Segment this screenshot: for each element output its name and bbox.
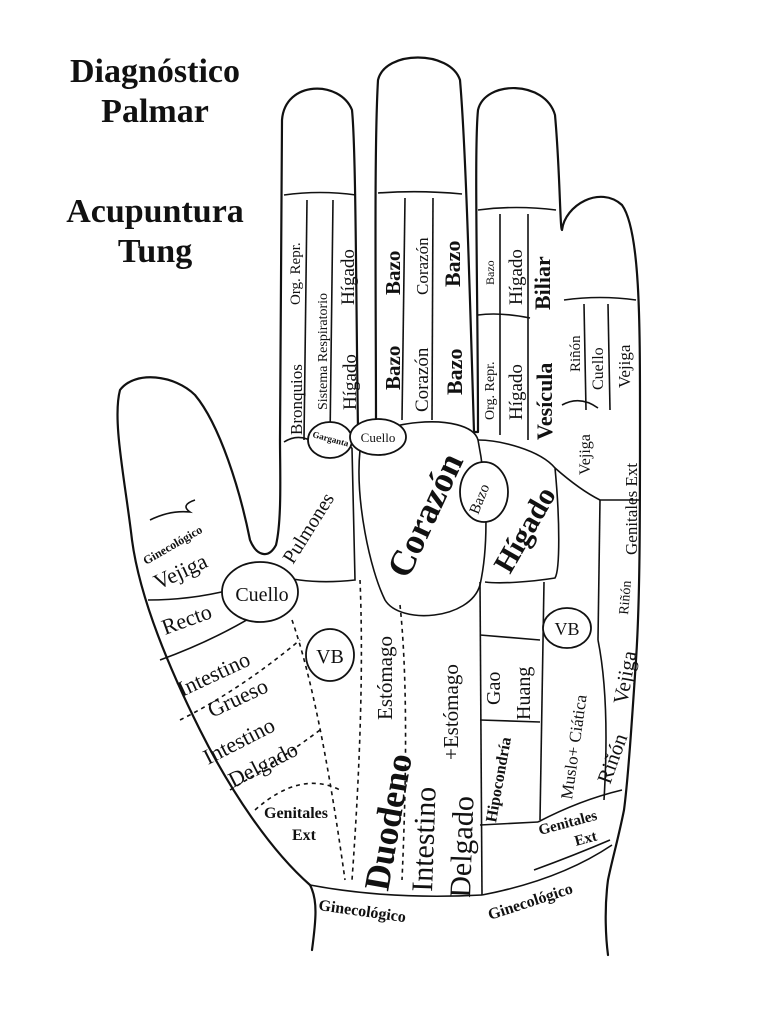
hypothenar-divider-v <box>597 499 601 641</box>
cuello-thumb-circle <box>221 561 299 623</box>
label-cuello-index: Cuello <box>361 430 396 445</box>
title-acupuntura-tung: Acupuntura Tung <box>40 192 270 272</box>
gao-huang-border-top <box>479 634 541 641</box>
label-rinon-edge-upper: Riñón <box>617 580 635 615</box>
middle-finger-divider-top <box>377 190 463 195</box>
central-dash-2 <box>399 604 407 881</box>
index-finger-divider-top <box>283 191 357 196</box>
label-hipocondria: Hipocondría <box>483 736 515 824</box>
center-vertical-line <box>479 581 483 896</box>
vb-right-circle <box>542 607 592 649</box>
middle-finger-divider-v2 <box>431 197 434 421</box>
label-recto: Recto <box>158 599 215 640</box>
hand-outline <box>116 56 642 957</box>
middle-finger-divider-v1 <box>401 197 406 421</box>
label-intestino-delgado-center-1: Intestino <box>406 786 443 892</box>
label-pulmones: Pulmones <box>279 489 340 568</box>
label-sistema-respiratorio: Sistema Respiratorio <box>316 293 331 410</box>
vb-left-circle <box>305 628 355 682</box>
little-finger-base <box>561 399 599 409</box>
title-line-palmar: Palmar <box>101 93 209 130</box>
label-higado-ring-lower: Hígado <box>506 364 527 420</box>
ring-finger-divider-mid <box>477 313 531 319</box>
label-ginecologico-wrist-right: Ginecológico <box>486 880 575 923</box>
hypothenar-divider-v2 <box>539 581 545 821</box>
central-dash-1 <box>351 579 363 881</box>
label-genitales-ext-wrist-2: Ext <box>573 829 599 850</box>
little-finger-divider-v1 <box>583 303 587 411</box>
label-biliar: Biliar <box>530 256 555 310</box>
gao-huang-border-bottom <box>479 719 541 723</box>
bazo-palm-circle <box>459 461 509 523</box>
label-estomago-plus: +Estómago <box>439 664 463 760</box>
label-gao: Gao <box>483 672 505 705</box>
label-org-repr-index: Org. Repr. <box>288 242 304 305</box>
label-rinon-little: Riñón <box>568 335 584 372</box>
label-corazon-palm: Corazón <box>379 447 471 584</box>
little-finger-divider-v2 <box>607 303 611 411</box>
hipocondria-border-bottom <box>479 821 539 826</box>
ring-finger-divider-top <box>477 206 557 211</box>
higado-region-border <box>477 439 560 584</box>
label-vesicula: Vesícula <box>532 363 557 440</box>
little-finger-divider-top <box>563 296 637 301</box>
wrist-line-right <box>481 844 613 896</box>
title-line-acupuntura: Acupuntura <box>66 193 244 230</box>
label-genitales-ext-thenar-2: Ext <box>292 827 317 844</box>
label-genitales-ext-thenar-1: Genitales <box>264 805 328 822</box>
label-higado-index-upper: Hígado <box>338 249 359 305</box>
label-higado-index-lower: Hígado <box>340 354 361 410</box>
label-bazo-middle-2: Bazo <box>381 346 405 390</box>
label-org-repr-ring: Org. Repr. <box>483 362 498 420</box>
label-bronquios: Bronquios <box>287 364 306 435</box>
label-bazo-middle-1: Bazo <box>381 251 405 295</box>
label-cuello-little: Cuello <box>590 347 607 390</box>
thumb-scribble-mark <box>149 499 196 521</box>
cuello-index-circle <box>349 418 407 456</box>
genitales-wrist-border <box>537 789 623 823</box>
label-vejiga-edge: Vejiga <box>608 648 641 706</box>
label-higado-ring-upper: Hígado <box>506 249 527 305</box>
label-genitales-ext-little: Genitales Ext <box>622 463 641 555</box>
label-corazon-middle-upper: Corazón <box>413 237 432 295</box>
hypothenar-upper-border <box>554 467 640 501</box>
label-bazo-middle-4: Bazo <box>442 349 467 395</box>
title-line-diagnostico: Diagnóstico <box>70 53 240 90</box>
label-intestino-delgado-center-2: Delgado <box>444 796 481 899</box>
label-huang: Huang <box>513 667 535 720</box>
thenar-dash-3 <box>254 782 341 811</box>
label-cuello-thumb: Cuello <box>235 584 288 606</box>
index-finger-divider-v2 <box>329 199 334 441</box>
label-bazo-ring-upper: Bazo <box>483 260 497 285</box>
genitales-wrist-border-lower <box>533 839 611 871</box>
label-muslo-ciatica: Muslo+ Ciática <box>557 693 591 801</box>
title-line-tung: Tung <box>117 233 193 270</box>
right-edge-divider <box>597 639 607 801</box>
label-vejiga-little-lower: Vejiga <box>577 434 594 475</box>
label-vb-right: VB <box>554 619 579 639</box>
wrist-line-left <box>309 884 483 898</box>
label-corazon-middle-lower: Corazón <box>412 347 433 412</box>
title-diagnostico-palmar: Diagnóstico Palmar <box>40 52 270 132</box>
label-vejiga-little-upper: Vejiga <box>615 344 634 388</box>
label-bazo-middle-3: Bazo <box>440 241 465 287</box>
label-ginecologico-wrist-left: Ginecológico <box>317 897 406 926</box>
index-finger-divider-v1 <box>303 199 308 441</box>
label-estomago-upper: Estómago <box>373 636 397 720</box>
label-vb-left: VB <box>316 646 344 668</box>
thenar-dash-2 <box>229 729 321 791</box>
